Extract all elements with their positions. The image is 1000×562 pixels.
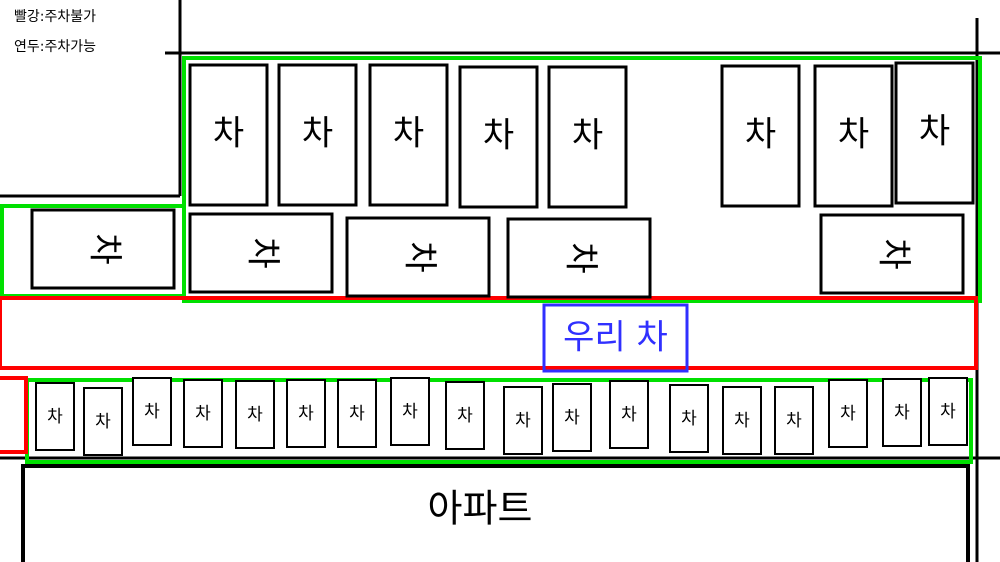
red-zone-left (0, 376, 28, 454)
legend-green: 연두:주차가능 (14, 39, 96, 55)
car-box: 차 (503, 386, 543, 455)
car-box: 차 (894, 61, 975, 205)
svg-text:차: 차 (243, 237, 283, 268)
svg-text:차: 차 (572, 116, 603, 156)
svg-text:차: 차 (144, 402, 160, 422)
car-box: 차 (720, 64, 801, 208)
middle-row-cars: 차 차 차 차 차 (30, 208, 965, 299)
car-box: 차 (286, 379, 326, 448)
car-box: 차 (368, 63, 449, 207)
svg-text:차: 차 (457, 406, 473, 426)
our-car-box: 우리 차 (542, 303, 689, 373)
svg-text:차: 차 (894, 403, 910, 423)
car-box: 차 (188, 63, 269, 207)
apartment-label: 아파트 (428, 487, 533, 531)
red-zone-aisle (0, 296, 978, 370)
car-box: 차 (337, 379, 377, 448)
svg-text:차: 차 (515, 411, 531, 431)
svg-text:차: 차 (483, 116, 514, 156)
car-box: 차 (132, 377, 172, 446)
top-row-cars: 차 차 차 차 차 차 차 차 (188, 61, 975, 209)
car-box: 차 (828, 379, 868, 448)
svg-text:차: 차 (840, 404, 856, 424)
car-box: 차 (928, 377, 968, 446)
svg-text:차: 차 (47, 407, 63, 427)
svg-text:차: 차 (681, 409, 697, 429)
svg-text:차: 차 (564, 408, 580, 428)
svg-text:차: 차 (734, 411, 750, 431)
car-box: 차 (722, 386, 762, 455)
svg-text:차: 차 (874, 238, 914, 269)
svg-text:차: 차 (298, 404, 314, 424)
car-box: 차 (819, 213, 965, 295)
svg-text:차: 차 (400, 241, 440, 272)
car-box: 차 (774, 386, 814, 455)
car-box: 차 (547, 65, 628, 209)
legend-red: 빨강:주차불가 (14, 9, 96, 25)
svg-text:차: 차 (349, 404, 365, 424)
svg-text:차: 차 (85, 233, 125, 264)
car-box: 차 (669, 384, 709, 453)
car-box: 차 (235, 380, 275, 449)
red-zones (0, 296, 978, 454)
car-box: 차 (552, 383, 592, 452)
car-box: 차 (506, 217, 652, 299)
car-box: 차 (390, 377, 430, 446)
car-box: 차 (345, 216, 491, 298)
car-box: 차 (183, 379, 223, 448)
svg-text:차: 차 (745, 115, 776, 155)
svg-text:차: 차 (561, 242, 601, 273)
car-box: 차 (445, 381, 485, 450)
our-car-label: 우리 차 (563, 318, 668, 358)
svg-text:차: 차 (786, 411, 802, 431)
svg-text:차: 차 (195, 404, 211, 424)
green-zone-top (182, 56, 982, 303)
car-box: 차 (277, 63, 358, 207)
car-box: 차 (30, 208, 176, 290)
svg-text:차: 차 (95, 412, 111, 432)
car-box: 차 (882, 378, 922, 447)
car-box: 차 (458, 65, 539, 209)
svg-text:차: 차 (213, 114, 244, 154)
svg-text:차: 차 (402, 402, 418, 422)
svg-text:차: 차 (940, 402, 956, 422)
car-box: 차 (83, 387, 123, 456)
bottom-row-cars: 차 차 차 차 차 차 차 차 차 차 차 차 차 차 차 차 차 차 (35, 377, 968, 456)
car-box: 차 (35, 382, 75, 451)
apartment-building: 아파트 (21, 464, 970, 562)
svg-text:차: 차 (247, 405, 263, 425)
car-box: 차 (188, 212, 334, 294)
svg-text:차: 차 (919, 112, 950, 152)
svg-text:차: 차 (302, 114, 333, 154)
svg-text:차: 차 (621, 405, 637, 425)
svg-text:차: 차 (393, 114, 424, 154)
car-box: 차 (813, 64, 894, 208)
svg-text:차: 차 (838, 115, 869, 155)
car-box: 차 (609, 380, 649, 449)
